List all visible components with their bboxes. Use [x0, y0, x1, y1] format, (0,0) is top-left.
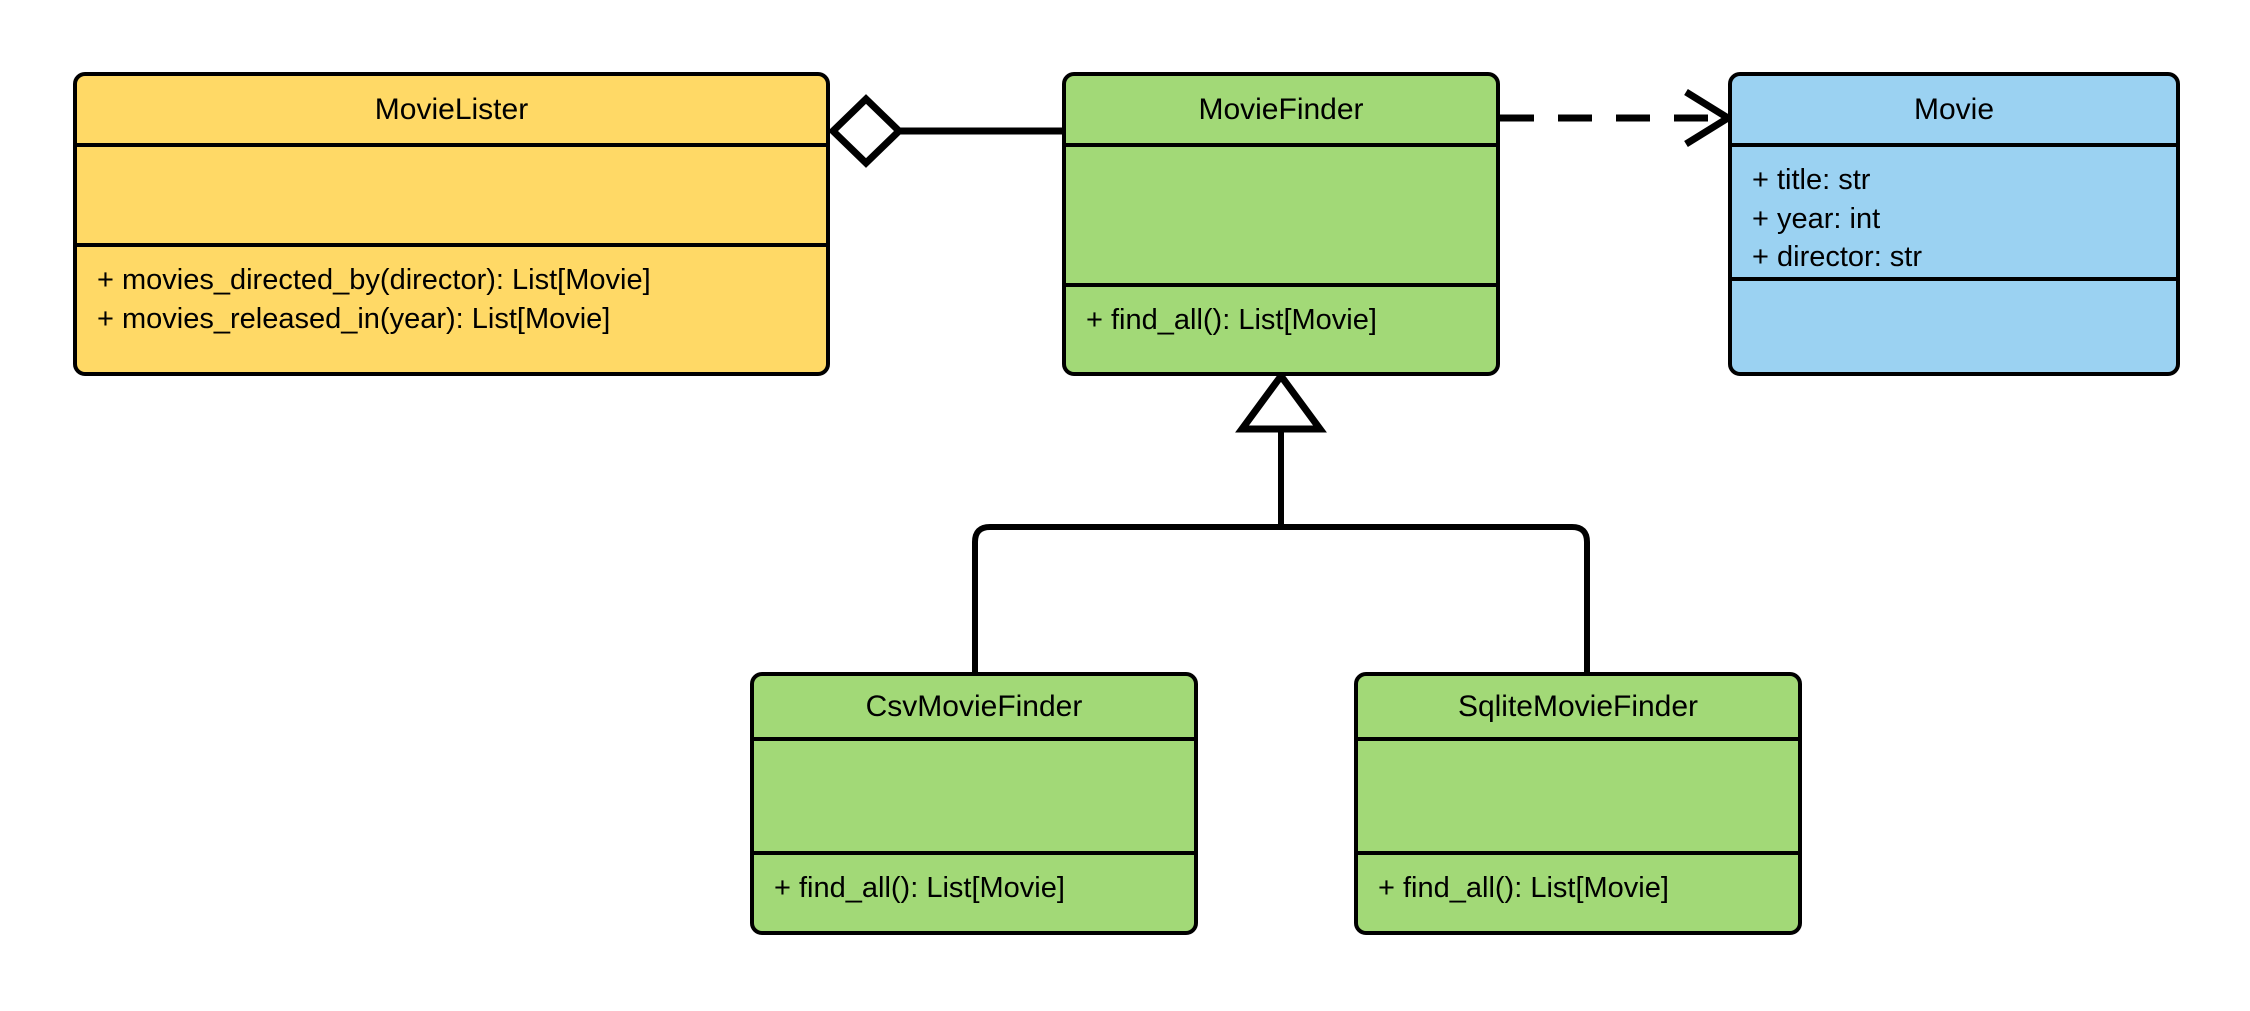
attribute-item: + director: str [1752, 241, 1923, 274]
methods-compartment-movie-lister: + movies_directed_by(director): List[Mov… [77, 243, 826, 372]
attribute-item: + title: str [1752, 164, 1871, 196]
methods-compartment-csv-movie-finder: + find_all(): List[Movie] [754, 851, 1194, 931]
method-item: + movies_directed_by(director): List[Mov… [97, 264, 651, 296]
method-item: + find_all(): List[Movie] [1378, 872, 1669, 904]
class-box-movie-lister[interactable]: MovieLister + movies_directed_by(directo… [73, 72, 830, 376]
class-box-sqlite-movie-finder[interactable]: SqliteMovieFinder + find_all(): List[Mov… [1354, 672, 1802, 935]
attributes-compartment-movie-finder [1066, 143, 1496, 283]
method-item: + find_all(): List[Movie] [774, 872, 1065, 904]
aggregation-edge-lister-finder[interactable] [827, 94, 1062, 168]
class-box-csv-movie-finder[interactable]: CsvMovieFinder + find_all(): List[Movie] [750, 672, 1198, 935]
class-name-compartment-movie-finder: MovieFinder [1066, 76, 1496, 143]
attributes-compartment-sqlite-movie-finder [1358, 737, 1798, 851]
methods-compartment-sqlite-movie-finder: + find_all(): List[Movie] [1358, 851, 1798, 931]
open-arrow-marker [1684, 89, 1735, 147]
class-name-compartment-csv-movie-finder: CsvMovieFinder [754, 676, 1194, 737]
methods-compartment-movie-finder: + find_all(): List[Movie] [1066, 283, 1496, 372]
class-name-movie-finder: MovieFinder [1198, 93, 1364, 126]
class-name-compartment-movie: Movie [1732, 76, 2176, 143]
class-name-movie-lister: MovieLister [374, 93, 529, 126]
class-name-sqlite-movie-finder: SqliteMovieFinder [1457, 690, 1699, 723]
generalization-branch-bus [972, 524, 1590, 672]
hollow-diamond-marker [827, 94, 905, 168]
class-box-movie-finder[interactable]: MovieFinder + find_all(): List[Movie] [1062, 72, 1500, 376]
generalization-edge-tree[interactable] [972, 370, 1590, 672]
attributes-compartment-csv-movie-finder [754, 737, 1194, 851]
method-item: + movies_released_in(year): List[Movie] [97, 302, 611, 335]
class-name-compartment-sqlite-movie-finder: SqliteMovieFinder [1358, 676, 1798, 737]
attributes-compartment-movie-lister [77, 143, 826, 243]
method-item: + find_all(): List[Movie] [1086, 304, 1377, 336]
attribute-item: + year: int [1752, 202, 1881, 235]
hollow-triangle-marker [1235, 370, 1327, 433]
class-box-movie[interactable]: Movie + title: str + year: int + directo… [1728, 72, 2180, 376]
attributes-compartment-movie: + title: str + year: int + director: str [1732, 143, 2176, 277]
class-name-compartment-movie-lister: MovieLister [77, 76, 826, 143]
dependency-edge-finder-movie[interactable] [1500, 89, 1735, 147]
class-name-movie: Movie [1913, 93, 1995, 126]
class-name-csv-movie-finder: CsvMovieFinder [865, 690, 1083, 723]
methods-compartment-movie [1732, 277, 2176, 372]
